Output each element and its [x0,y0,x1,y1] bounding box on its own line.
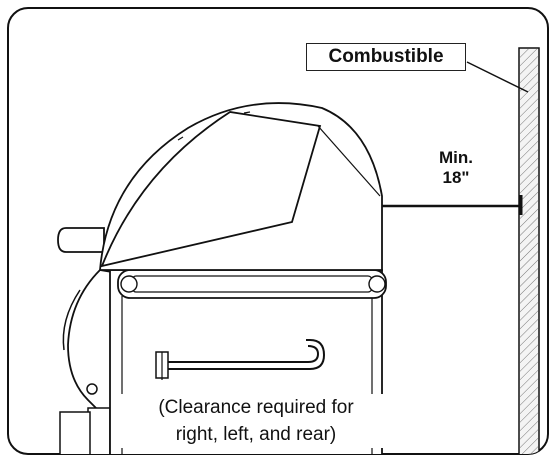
clearance-note-line-2: right, left, and rear) [175,424,337,445]
cart-leg-left [87,407,111,454]
combustible-wall-hatch [520,49,538,454]
side-panel [67,269,113,411]
combustible-label: Combustible [306,43,466,71]
side-panel-edge [62,289,81,351]
front-rail [117,269,387,299]
combustible-pointer [466,61,529,93]
cart-leg-left-inner [59,411,91,454]
knob-icon [86,383,98,395]
towel-bar-inner [166,339,326,370]
lid-mark-2 [243,111,251,114]
clearance-note: (Clearance required for right, left, and… [118,394,394,448]
rail-cap-right [368,275,386,293]
lid-front-panel [100,111,322,268]
clearance-note-line-1: (Clearance required for [158,397,354,418]
lid-seam [317,125,381,197]
dimension-prefix: Min. [439,148,473,167]
rail-cap-left [120,275,138,293]
towel-bar [166,345,320,363]
lid-handle [57,227,105,253]
lid-mark [177,136,184,141]
dimension-value: 18" [442,168,470,187]
